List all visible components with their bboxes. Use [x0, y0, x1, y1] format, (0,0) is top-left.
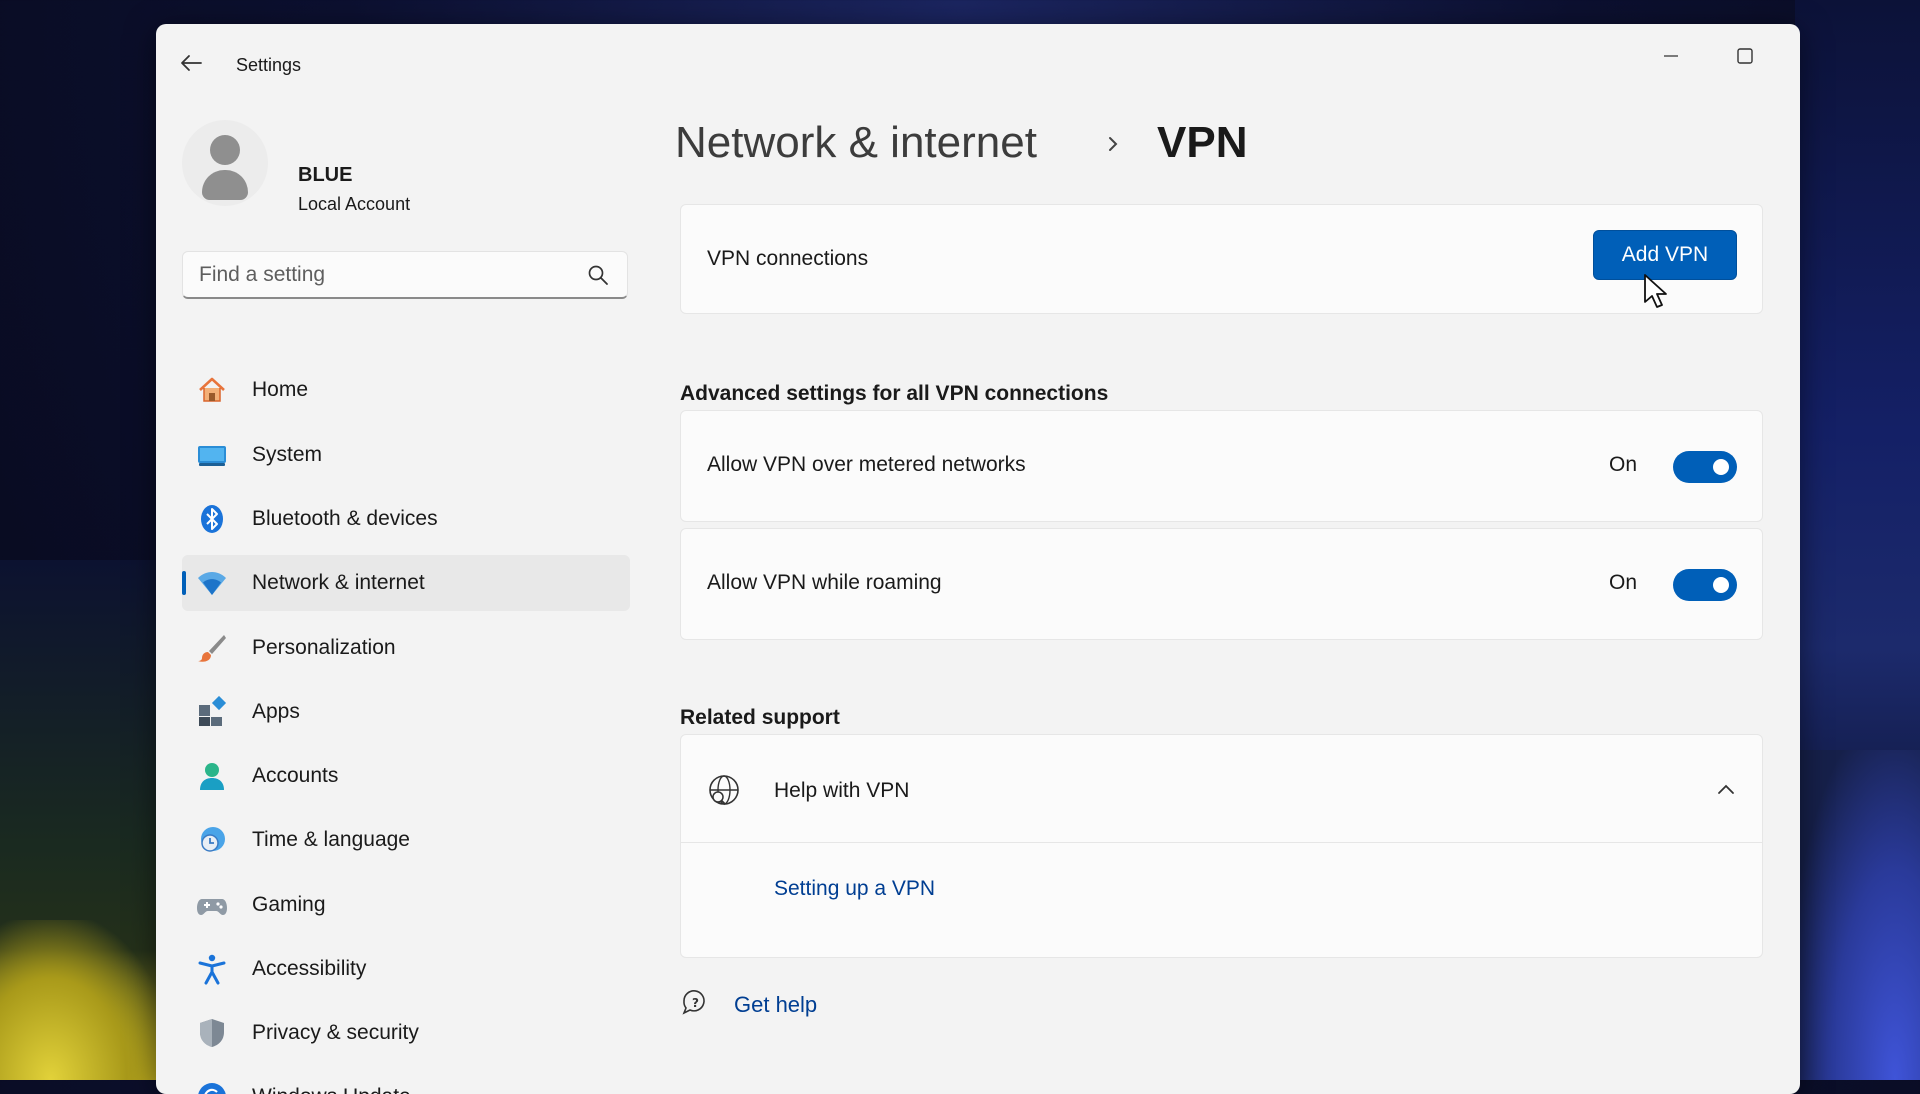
- sidebar-item-home[interactable]: Home: [182, 362, 630, 418]
- user-name: BLUE: [298, 164, 353, 186]
- title-bar: Settings: [156, 24, 1800, 84]
- help-title: Help with VPN: [774, 779, 910, 802]
- sidebar-item-windows-update[interactable]: Windows Update: [182, 1069, 630, 1094]
- wallpaper-left: [0, 560, 170, 1080]
- settings-window: Settings BLUE Local Account Home: [156, 24, 1800, 1094]
- sidebar-item-system[interactable]: System: [182, 427, 630, 483]
- related-support-title: Related support: [680, 706, 840, 729]
- minimize-icon: [1664, 55, 1678, 57]
- roaming-toggle[interactable]: [1673, 569, 1737, 601]
- sidebar-item-label: Time & language: [252, 828, 410, 851]
- apps-icon: [199, 696, 227, 726]
- sidebar-item-label: Bluetooth & devices: [252, 507, 438, 530]
- avatar: [182, 120, 268, 206]
- chevron-up-icon[interactable]: [1716, 781, 1736, 797]
- search-input[interactable]: [197, 252, 571, 298]
- account-type: Local Account: [298, 194, 411, 214]
- mouse-cursor-icon: [1644, 274, 1667, 308]
- sidebar-item-apps[interactable]: Apps: [182, 684, 630, 740]
- sidebar-item-time-language[interactable]: Time & language: [182, 812, 630, 868]
- sidebar-item-personalization[interactable]: Personalization: [182, 620, 630, 676]
- related-support-card: Help with VPN Setting up a VPN: [680, 734, 1763, 958]
- brush-icon: [198, 635, 226, 662]
- page-title: VPN: [1157, 118, 1248, 167]
- close-button[interactable]: [1790, 36, 1800, 76]
- sidebar-item-privacy[interactable]: Privacy & security: [182, 1005, 630, 1061]
- gamepad-icon: [197, 899, 227, 915]
- search-box: [182, 251, 628, 299]
- sidebar-item-label: Apps: [252, 700, 300, 723]
- metered-toggle[interactable]: [1673, 451, 1737, 483]
- sidebar-item-bluetooth[interactable]: Bluetooth & devices: [182, 491, 630, 547]
- setting-row-metered: Allow VPN over metered networks On: [680, 410, 1763, 522]
- sidebar-item-label: Gaming: [252, 893, 326, 916]
- advanced-settings-title: Advanced settings for all VPN connection…: [680, 382, 1109, 405]
- sidebar-item-label: Personalization: [252, 636, 396, 659]
- sidebar-item-gaming[interactable]: Gaming: [182, 877, 630, 933]
- update-icon: [198, 1083, 226, 1094]
- setting-label: Allow VPN while roaming: [707, 571, 942, 594]
- sidebar-item-label: Home: [252, 378, 309, 401]
- svg-text:?: ?: [692, 996, 699, 1010]
- vpn-connections-label: VPN connections: [707, 247, 869, 270]
- setting-label: Allow VPN over metered networks: [707, 453, 1026, 476]
- setting-up-vpn-link[interactable]: Setting up a VPN: [774, 877, 936, 900]
- get-help-link[interactable]: Get help: [734, 992, 818, 1017]
- sidebar-item-accessibility[interactable]: Accessibility: [182, 941, 630, 997]
- system-icon: [198, 446, 226, 466]
- home-icon: [199, 377, 225, 402]
- back-button[interactable]: [176, 48, 206, 78]
- active-indicator: [182, 571, 186, 595]
- shield-icon: [200, 1019, 224, 1047]
- wifi-icon: [198, 572, 226, 595]
- chevron-right-icon: [1109, 137, 1118, 151]
- globe-help-icon: [709, 775, 739, 806]
- sidebar-item-label: System: [252, 443, 323, 466]
- maximize-icon: [1737, 48, 1753, 64]
- sidebar-item-network[interactable]: Network & internet: [182, 555, 630, 611]
- toggle-state-label: On: [1608, 453, 1637, 476]
- accounts-icon: [200, 763, 224, 790]
- setting-row-roaming: Allow VPN while roaming On: [680, 528, 1763, 640]
- app-title: Settings: [236, 55, 302, 75]
- accessibility-icon: [198, 954, 226, 985]
- bluetooth-icon: [201, 505, 223, 533]
- sidebar-item-label: Accessibility: [252, 957, 367, 980]
- breadcrumb-parent[interactable]: Network & internet: [675, 118, 1037, 167]
- get-help-icon: ?: [682, 990, 705, 1015]
- help-with-vpn-header[interactable]: Help with VPN: [681, 735, 1762, 843]
- search-icon[interactable]: [587, 264, 609, 286]
- sidebar-item-accounts[interactable]: Accounts: [182, 748, 630, 804]
- maximize-button[interactable]: [1716, 36, 1774, 76]
- back-arrow-icon: [181, 55, 202, 71]
- time-language-icon: [201, 827, 225, 852]
- minimize-button[interactable]: [1642, 36, 1700, 76]
- vpn-connections-card: VPN connections Add VPN: [680, 204, 1763, 314]
- sidebar-item-label: Accounts: [252, 764, 339, 787]
- add-vpn-button[interactable]: Add VPN: [1593, 230, 1737, 280]
- sidebar-item-label: Windows Update: [252, 1085, 411, 1094]
- sidebar-item-label: Privacy & security: [252, 1021, 419, 1044]
- sidebar-item-label: Network & internet: [252, 571, 425, 594]
- wallpaper-right: [1795, 0, 1920, 1080]
- toggle-state-label: On: [1608, 571, 1637, 594]
